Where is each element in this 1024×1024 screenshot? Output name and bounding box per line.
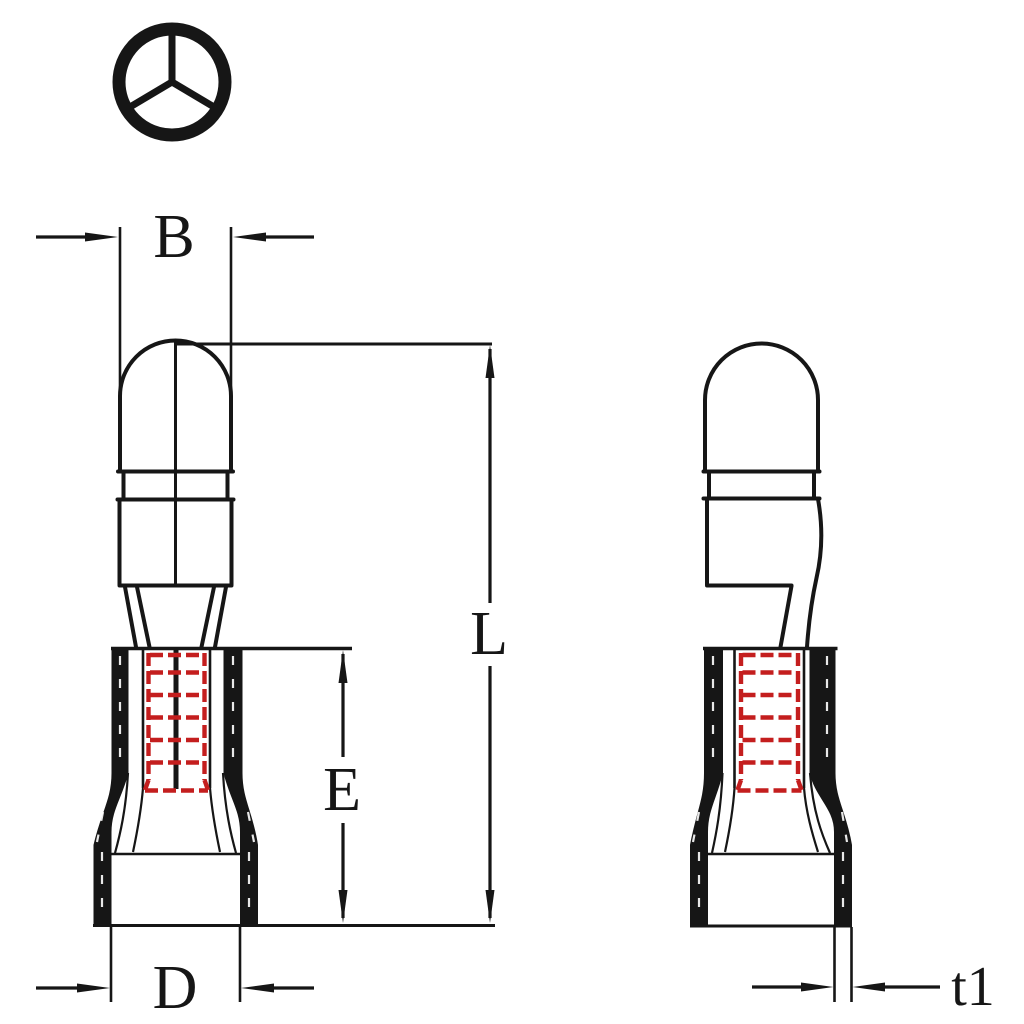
dim-l-arrow-up [485, 345, 495, 378]
dim-b-arrow-right [233, 232, 266, 242]
dimension-e: E [323, 650, 361, 923]
dim-d-label: D [153, 954, 198, 1022]
side-view [690, 341, 852, 928]
side-hatch-left [691, 656, 715, 918]
dim-e-arrow-up [338, 650, 348, 683]
side-sleeve-lines [690, 646, 852, 928]
dim-b-label: B [153, 203, 194, 271]
side-crimp-rungs [742, 652, 797, 765]
dim-e-label: E [323, 756, 361, 824]
dim-l-arrow-down [485, 890, 495, 923]
dimension-t1: t1 [752, 927, 995, 1018]
dim-d-arrow-left [77, 983, 110, 993]
dim-d-arrow-right [241, 983, 274, 993]
front-crimp-wires [142, 652, 211, 793]
side-crimp-taper [735, 779, 804, 793]
end-view-spoke-right [170, 78, 216, 111]
front-crimp-rungs [150, 652, 203, 765]
side-pin-dome [703, 341, 820, 474]
dim-t1-label: t1 [951, 956, 995, 1018]
side-sleeve [690, 647, 852, 925]
side-sleeve-wall-right [809, 647, 852, 925]
end-view [112, 22, 232, 142]
front-sleeve-hatch [95, 656, 256, 918]
side-crimp-tube [733, 650, 806, 788]
side-pin-groove [701, 469, 822, 501]
end-view-ring [112, 22, 232, 142]
front-sleeve-lines [93, 646, 495, 927]
dimension-l: L [176, 342, 508, 923]
front-view [93, 338, 495, 927]
side-sleeve-wall-left [690, 647, 723, 925]
dimension-d: D [36, 927, 314, 1022]
side-hatch-right [825, 656, 849, 918]
front-hatch-right [231, 656, 256, 918]
front-sleeve-wall-right [223, 647, 258, 925]
end-view-spoke-left [128, 78, 174, 111]
dim-t1-arrow-right [852, 982, 885, 992]
dimension-b: B [36, 203, 314, 402]
front-funnel [123, 585, 228, 649]
front-sleeve-wall-left [93, 647, 129, 925]
side-bullet-pin [701, 341, 824, 649]
side-crimp-wires [735, 652, 804, 793]
dim-l-label: L [470, 600, 508, 668]
front-hatch-left [95, 656, 122, 918]
front-crimp-taper [142, 779, 211, 793]
side-pin-body [705, 497, 794, 588]
front-crimp-tube [141, 650, 212, 788]
side-inner-funnel-curves [710, 772, 832, 854]
front-bullet-pin [115, 338, 236, 649]
side-sleeve-hatch [691, 656, 849, 918]
front-inner-funnel-curves [113, 772, 238, 854]
dim-e-arrow-down [338, 890, 348, 923]
side-crimp-strip [778, 497, 824, 649]
dim-b-arrow-left [85, 232, 118, 242]
dim-t1-arrow-left [801, 982, 834, 992]
